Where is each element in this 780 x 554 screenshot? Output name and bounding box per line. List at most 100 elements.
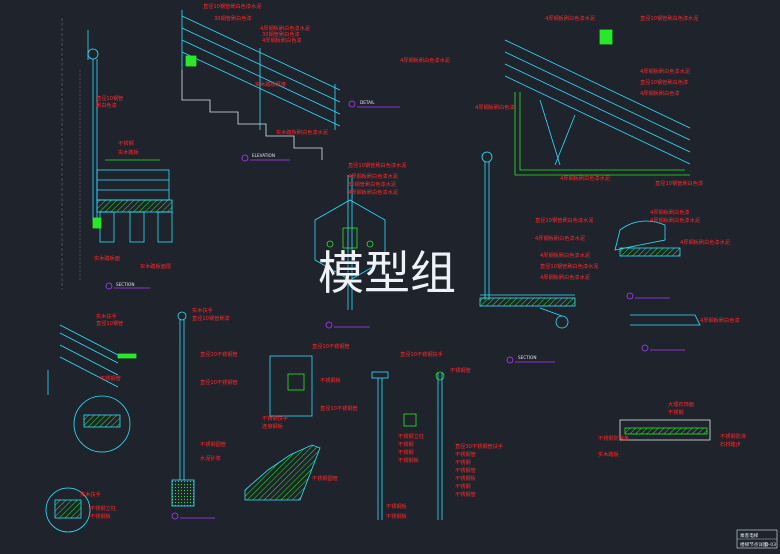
note-text: 4厚钢板刷白色漆水泥 [348,188,398,196]
note-text: 不锈钢圆管 [312,474,338,482]
detail-tag [171,512,215,520]
detail-tag [626,292,670,300]
note-text: 不锈钢 [455,458,471,466]
note-text: 不锈钢 [118,139,134,147]
note-text: 直径10不锈钢管 [200,378,238,386]
note-text: 4厚钢板刷白色漆水泥 [640,67,690,75]
note-text: 不锈钢 [398,448,414,456]
detail-tag: DETAIL [348,100,400,108]
note-text: 不锈钢圆管 [200,440,226,448]
note-text: 4厚钢板刷白色漆水泥 [535,234,585,242]
note-text: 不锈钢 [398,440,414,448]
note-text: 直径10钢管刷白色漆水泥 [203,2,261,10]
note-text: 实木踏板 [118,148,140,156]
note-text: 4厚钢板刷白色漆 [262,36,302,44]
note-text: 大理石饰面 [668,400,694,408]
note-text: 直径10钢管刷白色漆水泥 [348,161,406,169]
detail-tag [641,344,685,352]
note-text: 水泥砂浆 [200,454,221,462]
watermark-text: 模型组 [318,246,456,300]
note-text: 实木踏板 [598,450,620,458]
note-text: 直径10钢管刷白色漆 [655,179,703,187]
elevation-tag: ELEVATION [241,153,290,162]
note-text: 4厚钢板刷白色漆水泥 [560,174,610,182]
note-text: 不锈钢管 [455,450,476,458]
note-text: 不锈钢板 [90,512,112,520]
section-tag: SECTION [506,355,555,364]
step-nosing-detail [619,419,711,441]
note-text: 不锈钢立柱 [398,432,424,440]
note-text: 直径10钢管 [96,94,123,102]
stair-railing-right [504,29,691,176]
note-text: 不锈钢管 [100,374,121,382]
note-text: 直径10钢管刷白色漆水泥 [535,216,593,224]
note-text: 4厚钢板刷白色漆水泥 [540,251,590,259]
note-text: 实木踏板厚度 [255,80,286,88]
title-block-code: D-03 [765,542,776,548]
note-text: 4厚钢板刷白色漆水泥 [680,238,730,246]
note-text: 4厚钢板刷白色漆水泥 [545,14,595,22]
note-text: 4厚钢板刷白色漆 [640,89,680,97]
note-text: 直径10不锈钢管 [312,342,350,350]
note-text: 30钢管刷白色漆 [214,14,252,22]
note-text: 4厚钢板刷白色漆水泥 [400,56,450,64]
title-block-subtitle: 楼梯节点详图 [740,541,768,548]
note-text: 实木扶手 [80,490,101,498]
note-text: 不锈钢板 [398,456,420,464]
handrail-detail-bottom-left [45,324,137,533]
note-text: 石材踏步 [720,440,741,448]
note-text: 直径10不锈钢管 [320,404,358,412]
section-label: SECTION [518,355,536,360]
note-text: 不锈钢板 [455,474,477,482]
note-text: 实木踏板刷白色漆水泥 [276,128,328,136]
railing-section-drawing [61,18,173,290]
handrail-end-detail [614,220,701,326]
stair-elevation-drawing [181,10,341,160]
note-text: 实木扶手 [192,306,213,314]
elevation-label: ELEVATION [252,153,275,158]
note-text: 不锈钢防滑 [720,432,746,440]
note-text: 直径30不锈钢管扶手 [455,442,503,450]
section-tag: SECTION [105,282,150,290]
detail-label: DETAIL [360,100,375,105]
note-text: 不锈钢板 [386,512,408,520]
title-block-name: 乘客电梯 [740,532,759,539]
note-text: 不锈钢管 [450,366,471,374]
note-text: 实木踏板面 [94,254,120,262]
note-text: 不锈钢扶手 [262,414,288,422]
note-text: 不锈钢板 [386,502,408,510]
note-text: 30钢管刷白色漆水泥 [348,180,396,188]
note-text: 刷白色漆 [96,101,117,109]
note-text: 4厚钢板刷白色漆水泥 [260,24,310,32]
note-text: 直径10钢管刷白色漆水泥 [540,262,598,270]
hex-connection-detail [314,175,386,310]
note-text: 不锈钢 [668,408,684,416]
note-text: 4厚钢板刷白色漆水泥 [348,172,398,180]
note-text: 不锈钢 [455,482,471,490]
post-detail-bottom-right [371,371,445,520]
note-text: 不锈钢板 [320,376,342,384]
detail-tag [325,321,370,329]
note-text: 不锈钢管 [455,490,476,498]
note-text: 连接钢板 [262,422,284,430]
note-text: 直径10钢管 [96,319,123,327]
note-text: 4厚钢板刷白色漆水泥 [650,216,700,224]
note-text: 4厚钢板刷白色漆 [650,208,690,216]
note-text: 4厚钢板刷白色漆水泥 [540,273,590,281]
note-text: 不锈钢管 [455,466,476,474]
note-text: 不锈钢防滑条 [598,434,629,442]
note-text: 实木踏板面层 [140,262,171,270]
section-label: SECTION [116,282,134,287]
note-text: 30钢管刷白色漆 [262,30,300,38]
note-text: 直径10钢管刷白色漆水泥 [640,14,698,22]
note-text: 直径10钢管刷漆 [192,314,230,322]
post-elevation-bottom [171,311,321,507]
note-text: 4厚钢板刷白色漆 [700,316,740,324]
note-text: 直径20不锈钢管 [200,350,238,358]
note-text: 直径10钢管刷白色漆 [640,78,688,86]
note-text: 实木扶手 [96,312,117,320]
note-text: 直径10不锈钢扶手 [400,350,443,358]
post-section-drawing [479,151,576,329]
